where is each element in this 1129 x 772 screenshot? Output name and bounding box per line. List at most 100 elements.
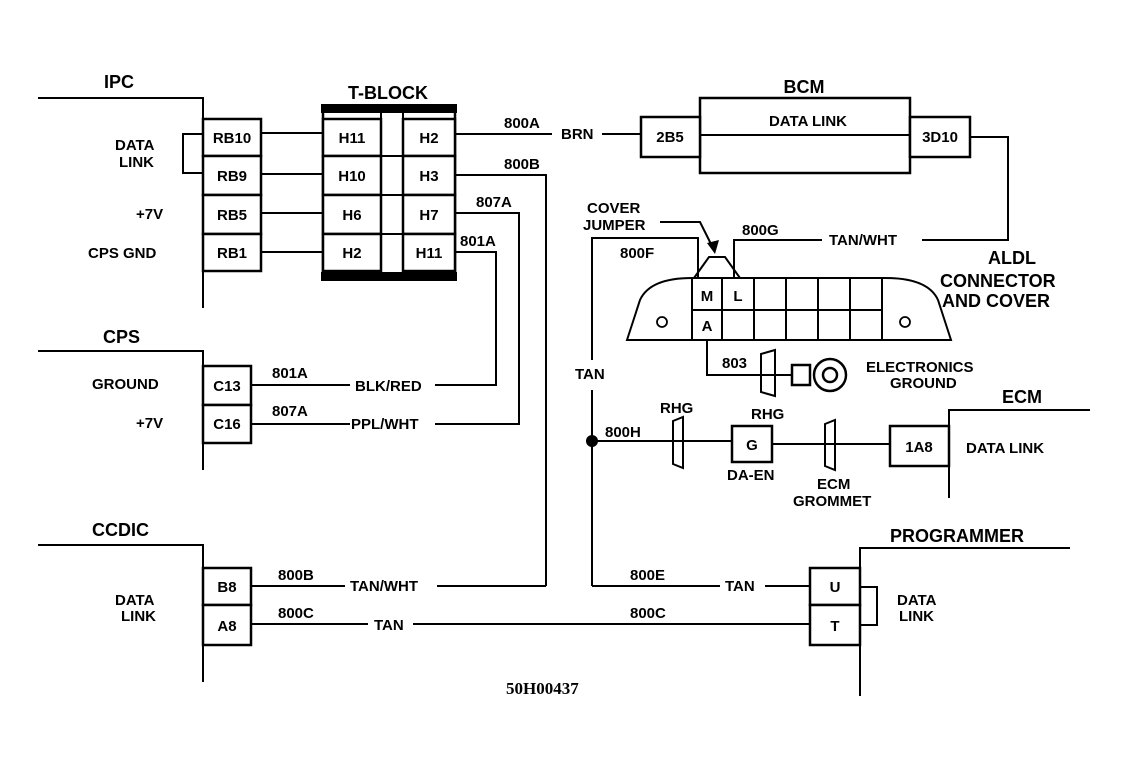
wire-label-807a-cps: 807A xyxy=(272,403,308,420)
wire-label-801a: 801A xyxy=(460,233,496,250)
aldl-cover-jumper xyxy=(692,256,742,279)
wire-label-blk-red: BLK/RED xyxy=(355,378,422,395)
programmer-pin-label: U xyxy=(830,579,841,596)
tblock-bottom-bar xyxy=(321,272,457,281)
ipc-pin-label: RB9 xyxy=(217,168,247,185)
bcm-pin-label: 3D10 xyxy=(922,129,958,146)
electronics-ground-lug xyxy=(790,363,812,387)
electronics-ground-label-2: GROUND xyxy=(890,375,957,392)
ccdic-component: CCDIC DATA LINK B8 A8 xyxy=(38,520,253,682)
wire-label-800b-ccdic: 800B xyxy=(278,567,314,584)
programmer-data-link-bracket xyxy=(860,586,878,626)
wire-label-800a: 800A xyxy=(504,115,540,132)
wire-label-tan-wht-ccdic: TAN/WHT xyxy=(350,578,418,595)
wire-label-800g: 800G xyxy=(742,222,779,239)
wire-803 xyxy=(706,340,792,376)
ipc-cps-gnd-label: CPS GND xyxy=(88,245,157,262)
tblock-pin-label: H6 xyxy=(342,207,361,224)
aldl-mount-hole xyxy=(656,316,668,328)
ecm-pin-label: 1A8 xyxy=(905,439,933,456)
cps-ground-label: GROUND xyxy=(92,376,159,393)
bcm-data-link-label: DATA LINK xyxy=(769,113,847,130)
wire-807a xyxy=(435,212,520,425)
cps-title: CPS xyxy=(103,327,140,347)
tblock-component: T-BLOCK H11 H10 H6 H2 H2 H3 H7 H11 xyxy=(321,83,457,281)
wire-label-807a: 807A xyxy=(476,194,512,211)
cps-component: CPS GROUND +7V C13 C16 xyxy=(38,327,253,470)
tblock-pin-h10 xyxy=(321,154,383,197)
ecm-title: ECM xyxy=(1002,387,1042,407)
wire-800g-tan-wht xyxy=(922,136,1009,241)
tblock-title: T-BLOCK xyxy=(348,83,428,103)
wire-label-800f: 800F xyxy=(620,245,654,262)
ecm-outline xyxy=(948,409,1090,498)
bcm-component: BCM DATA LINK 2B5 3D10 xyxy=(639,77,972,175)
tblock-pin-label: H3 xyxy=(419,168,438,185)
tblock-pin-label: H11 xyxy=(416,245,443,262)
programmer-data-link-label: DATA xyxy=(897,592,937,609)
cps-7v-label: +7V xyxy=(136,415,163,432)
aldl-connector-body xyxy=(625,277,953,341)
ecm-grommet-label: ECM xyxy=(817,476,850,493)
bcm-pin-3d10 xyxy=(908,115,972,159)
programmer-title: PROGRAMMER xyxy=(890,526,1024,546)
wire-label-803: 803 xyxy=(722,355,747,372)
wire-label-tan-wht-aldl: TAN/WHT xyxy=(829,232,897,249)
ipc-title: IPC xyxy=(104,72,134,92)
wire-label-tan-ccdic: TAN xyxy=(374,617,404,634)
wire-label-800c: 800C xyxy=(278,605,314,622)
tblock-top-bar xyxy=(321,104,457,113)
diagram-code: 50H00437 xyxy=(506,679,579,698)
aldl-cell-l: L xyxy=(733,288,742,305)
cps-pin-c13 xyxy=(201,364,253,407)
ipc-pin-label: RB5 xyxy=(217,207,247,224)
ipc-pin-label: RB1 xyxy=(217,245,247,262)
wire-800g xyxy=(733,239,822,278)
ipc-7v-label: +7V xyxy=(136,206,163,223)
ipc-data-link-bracket xyxy=(182,133,203,174)
ccdic-data-link-label-2: LINK xyxy=(121,608,156,625)
ipc-outline xyxy=(38,97,204,308)
da-en-pin-label: G xyxy=(746,437,758,454)
tblock-pin-label: H11 xyxy=(339,130,366,147)
bcm-title: BCM xyxy=(784,77,825,97)
programmer-pin-t xyxy=(808,603,862,647)
cps-pin-label: C16 xyxy=(213,416,241,433)
electronics-ground-label: ELECTRONICS xyxy=(866,359,974,376)
ccdic-data-link-label: DATA xyxy=(115,592,155,609)
ipc-component: IPC DATA LINK +7V CPS GND RB10 RB9 RB5 R… xyxy=(38,72,263,308)
rhg-grommet-left xyxy=(672,415,684,470)
aldl-cell-a: A xyxy=(702,318,713,335)
aldl-connector: COVER JUMPER M L A ALDL CONNECTOR AND CO… xyxy=(583,200,1056,341)
aldl-cover-jumper-label-2: JUMPER xyxy=(583,217,646,234)
ecm-grommet xyxy=(824,418,836,472)
ccdic-pin-label: A8 xyxy=(217,618,236,635)
wire-801a xyxy=(435,251,497,386)
electronics-ground-ring-inner xyxy=(821,366,839,384)
tblock-pin-h2-left xyxy=(321,232,383,273)
rhg-label-right: RHG xyxy=(751,406,784,423)
wire-800b xyxy=(455,174,547,586)
cover-jumper-arrowhead xyxy=(707,240,719,254)
aldl-title: ALDL xyxy=(988,248,1036,268)
rhg-label-left: RHG xyxy=(660,400,693,417)
wire-label-tan-vertical: TAN xyxy=(575,366,605,383)
aldl-title-3: AND COVER xyxy=(942,291,1050,311)
tblock-pin-label: H10 xyxy=(338,168,366,185)
aldl-mount-hole xyxy=(899,316,911,328)
ecm-component: ECM 1A8 DATA LINK xyxy=(888,387,1090,498)
wire-label-800c-right: 800C xyxy=(630,605,666,622)
aldl-cover-jumper-label: COVER xyxy=(587,200,641,217)
programmer-pin-label: T xyxy=(830,618,839,635)
ipc-pin-label: RB10 xyxy=(213,130,251,147)
wire-label-800e: 800E xyxy=(630,567,665,584)
tblock-pin-h11-left xyxy=(321,117,383,158)
programmer-data-link-label-2: LINK xyxy=(899,608,934,625)
ecm-pin-1a8 xyxy=(888,424,951,468)
wire-label-ppl-wht: PPL/WHT xyxy=(351,416,419,433)
ecm-grommet-label-2: GROMMET xyxy=(793,493,871,510)
ccdic-pin-label: B8 xyxy=(217,579,236,596)
tblock-pin-label: H2 xyxy=(419,130,438,147)
aldl-cell-m: M xyxy=(701,288,714,305)
aldl-title-2: CONNECTOR xyxy=(940,271,1056,291)
